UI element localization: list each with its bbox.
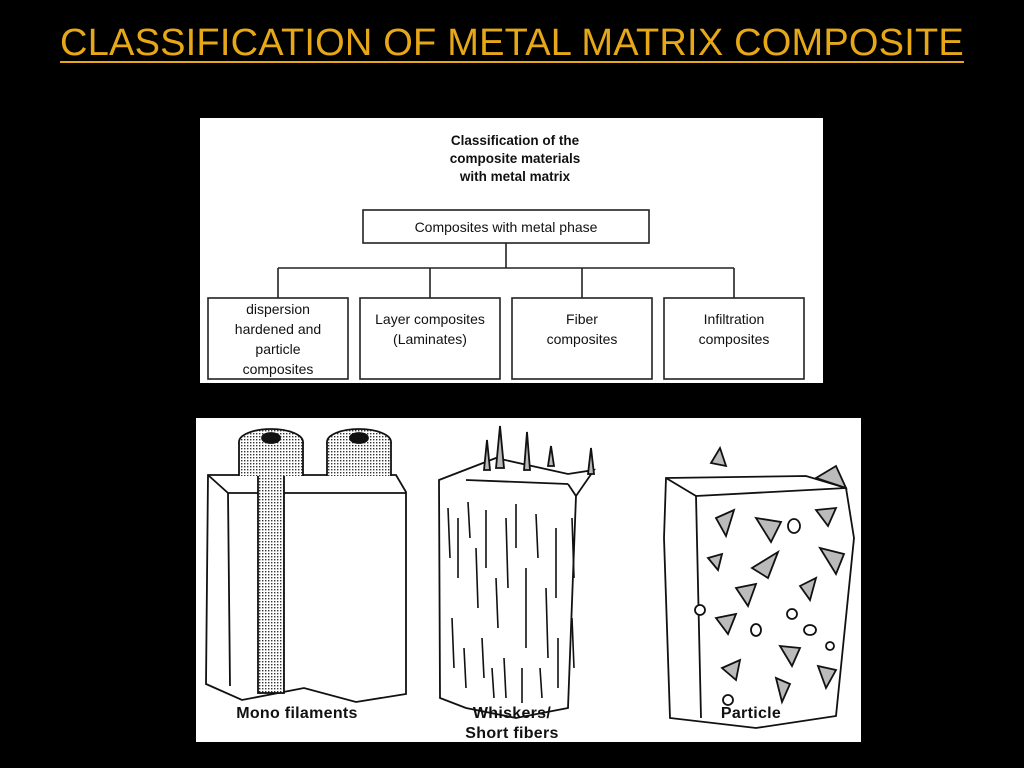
classification-diagram: Classification of the composite material… [200, 118, 823, 383]
heading-line: with metal matrix [459, 169, 571, 184]
heading-line: Classification of the [450, 133, 580, 148]
caption-whiskers: Whiskers/ Short fibers [465, 705, 559, 742]
category-box-2 [359, 297, 501, 380]
category-dispersion: dispersion hardened and particle composi… [234, 300, 322, 377]
heading-line: composite materials [449, 151, 581, 166]
category-box-1 [207, 297, 349, 380]
whiskers-illustration [438, 425, 596, 719]
caption-mono-filaments: Mono filaments [236, 705, 358, 722]
mono-filaments-illustration [205, 428, 407, 703]
category-box-3 [511, 297, 653, 380]
category-layer: Layer composites (Laminates) [375, 310, 485, 347]
category-fiber: Fiber composites [546, 310, 618, 347]
category-infiltration: Infiltration composites [698, 310, 770, 347]
root-label: Composites with metal phase [414, 218, 598, 235]
category-box-4 [663, 297, 805, 380]
composite-structures-figure: Mono filaments Whiskers/ Short fibers Pa… [196, 418, 861, 742]
slide-title: CLASSIFICATION OF METAL MATRIX COMPOSITE [60, 22, 964, 64]
diagram-heading: Classification of the composite material… [415, 132, 615, 186]
caption-particle: Particle [720, 705, 782, 722]
diagram-connectors [207, 209, 805, 380]
particle-illustration [663, 445, 855, 729]
